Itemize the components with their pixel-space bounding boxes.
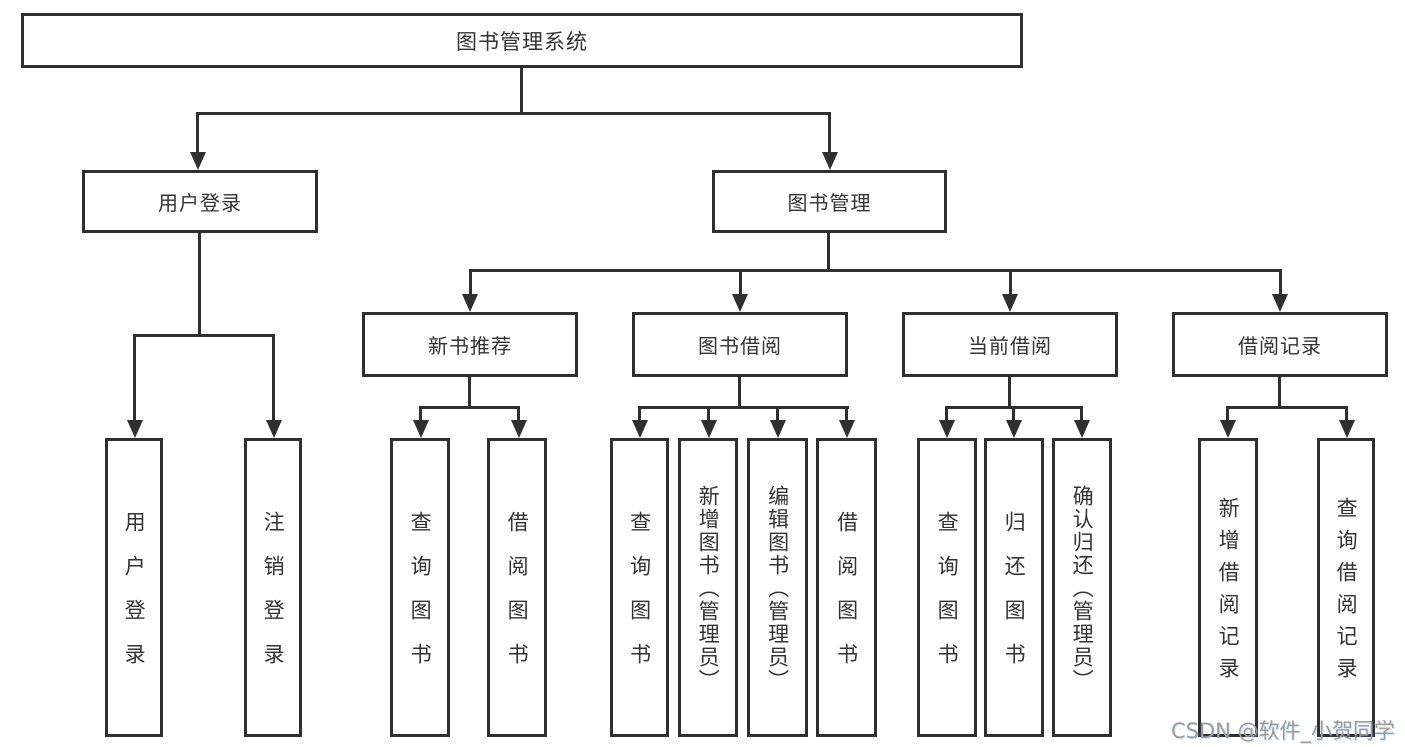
edge-line [517, 406, 520, 422]
edge-line [469, 269, 1282, 272]
leaf-borrow-edit-admin: 编辑图书（管理员） [747, 438, 808, 737]
node-new-book-recommend: 新书推荐 [362, 312, 578, 377]
node-current-borrow-label: 当前借阅 [968, 334, 1052, 358]
node-book-management: 图书管理 [712, 170, 947, 233]
edge-line [1345, 406, 1348, 422]
edge-line [520, 68, 523, 114]
edge-line [1278, 377, 1281, 408]
edge-line [468, 377, 471, 408]
edge-arrow [266, 420, 282, 438]
edge-arrow [732, 294, 748, 312]
leaf-record-query-label: 查询借阅记录 [1334, 497, 1359, 689]
csdn-watermark: CSDN @软件_小贺同学 [1170, 719, 1395, 743]
edge-arrow [413, 420, 429, 438]
edge-arrow [632, 420, 648, 438]
edge-line [272, 334, 275, 422]
edge-arrow [839, 420, 855, 438]
node-new-book-recommend-label: 新书推荐 [428, 334, 512, 358]
node-book-borrow-label: 图书借阅 [698, 334, 782, 358]
edge-line [638, 406, 849, 409]
edge-line [133, 334, 275, 337]
leaf-borrow-add-admin: 新增图书（管理员） [678, 438, 738, 737]
leaf-borrow-book: 借阅图书 [816, 438, 877, 737]
node-borrow-records: 借阅记录 [1172, 312, 1388, 377]
edge-line [845, 406, 848, 422]
leaf-record-query: 查询借阅记录 [1317, 438, 1375, 737]
edge-line [776, 406, 779, 422]
edge-line [1080, 406, 1083, 422]
edge-arrow [1339, 420, 1355, 438]
node-root: 图书管理系统 [21, 13, 1023, 68]
edge-arrow [939, 420, 955, 438]
edge-line [196, 112, 199, 154]
edge-arrow [511, 420, 527, 438]
leaf-current-query-label: 查询图书 [935, 511, 960, 687]
leaf-borrow-query: 查询图书 [610, 438, 669, 737]
edge-arrow [1006, 420, 1022, 438]
leaf-current-return: 归还图书 [984, 438, 1044, 737]
leaf-logout: 注销登录 [244, 438, 302, 737]
edge-arrow [1272, 294, 1288, 312]
edge-line [638, 406, 641, 422]
edge-arrow [127, 420, 143, 438]
edge-line [133, 334, 136, 422]
node-book-borrow: 图书借阅 [632, 312, 848, 377]
leaf-current-confirm-admin-label: 确认归还（管理员） [1070, 485, 1095, 692]
node-borrow-records-label: 借阅记录 [1238, 334, 1322, 358]
leaf-newbook-query-label: 查询图书 [408, 511, 433, 687]
edge-line [419, 406, 520, 409]
edge-line [739, 269, 742, 295]
leaf-record-add: 新增借阅记录 [1198, 438, 1258, 737]
edge-line [1226, 406, 1348, 409]
leaf-newbook-borrow-label: 借阅图书 [505, 511, 530, 687]
leaf-newbook-borrow: 借阅图书 [487, 438, 547, 737]
node-current-borrow: 当前借阅 [902, 312, 1118, 377]
edge-line [1279, 269, 1282, 295]
node-book-management-label: 图书管理 [787, 191, 872, 215]
leaf-user-login-label: 用户登录 [122, 511, 147, 687]
edge-arrow [190, 152, 206, 170]
leaf-borrow-book-label: 借阅图书 [834, 511, 859, 687]
edge-arrow [701, 420, 717, 438]
edge-arrow [462, 294, 478, 312]
leaf-current-query: 查询图书 [917, 438, 977, 737]
edge-line [1008, 377, 1011, 408]
leaf-borrow-edit-admin-label: 编辑图书（管理员） [765, 485, 790, 692]
edge-line [827, 233, 830, 271]
edge-arrow [1002, 294, 1018, 312]
edge-arrow [1074, 420, 1090, 438]
leaf-current-return-label: 归还图书 [1002, 511, 1027, 687]
edge-line [196, 112, 831, 115]
leaf-user-login: 用户登录 [105, 438, 163, 737]
edge-line [469, 269, 472, 295]
edge-line [1009, 269, 1012, 295]
edge-line [828, 112, 831, 154]
node-user-login-label: 用户登录 [158, 191, 242, 215]
leaf-newbook-query: 查询图书 [390, 438, 450, 737]
leaf-current-confirm-admin: 确认归还（管理员） [1052, 438, 1112, 737]
leaf-record-add-label: 新增借阅记录 [1216, 497, 1241, 689]
edge-arrow [770, 420, 786, 438]
edge-line [707, 406, 710, 422]
edge-line [738, 377, 741, 408]
edge-arrow [1220, 420, 1236, 438]
edge-line [1226, 406, 1229, 422]
leaf-borrow-add-admin-label: 新增图书（管理员） [696, 485, 721, 692]
edge-line [1012, 406, 1015, 422]
node-root-label: 图书管理系统 [456, 29, 588, 54]
edge-line [945, 406, 948, 422]
edge-line [419, 406, 422, 422]
node-user-login: 用户登录 [82, 170, 318, 233]
leaf-borrow-query-label: 查询图书 [627, 511, 652, 687]
edge-line [198, 233, 201, 337]
leaf-logout-label: 注销登录 [261, 511, 286, 687]
edge-arrow [822, 152, 838, 170]
